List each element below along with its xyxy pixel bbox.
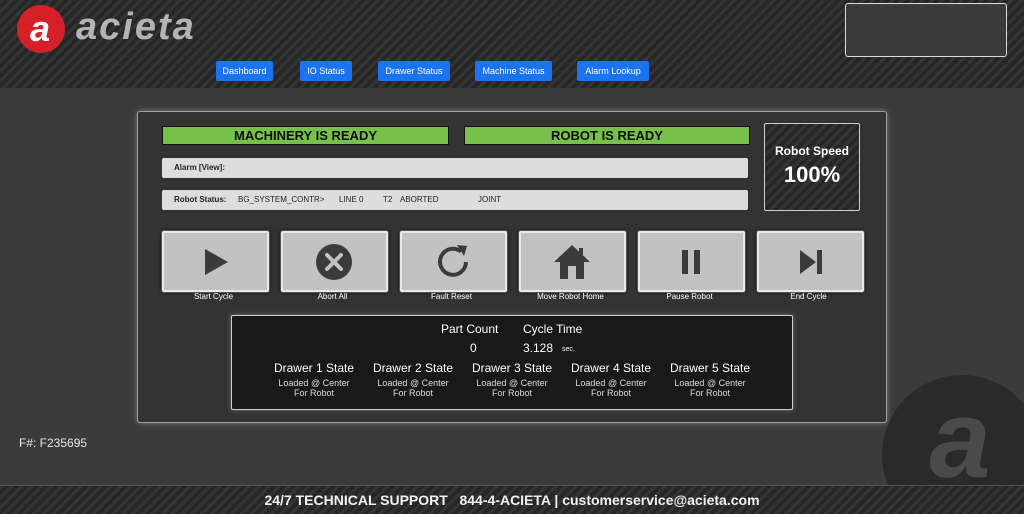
- abort-all-button[interactable]: [281, 231, 388, 292]
- end-cycle-button[interactable]: [757, 231, 864, 292]
- start-cycle-button[interactable]: [162, 231, 269, 292]
- abort-all-label: Abort All: [317, 292, 348, 301]
- robot-speed-value: 100%: [783, 162, 841, 187]
- move-robot-home-button[interactable]: [519, 231, 626, 292]
- cycle-time-value: 3.128: [523, 341, 554, 355]
- alarm-view-link[interactable]: Alarm [View]:: [174, 163, 225, 172]
- drawer-state-text: Loaded @ Center For Robot: [674, 378, 746, 398]
- drawer-title: Drawer 2 State: [372, 361, 454, 375]
- pause-robot-label: Pause Robot: [666, 292, 713, 301]
- nav-alarm-lookup[interactable]: Alarm Lookup: [577, 61, 649, 81]
- svg-text:a: a: [30, 8, 50, 49]
- start-cycle-label: Start Cycle: [193, 292, 234, 301]
- robot-status-task: T2: [383, 195, 393, 204]
- robot-status-line: LINE 0: [339, 195, 364, 204]
- acieta-logo: a acieta: [14, 4, 196, 56]
- nav-machine-status[interactable]: Machine Status: [475, 61, 552, 81]
- drawer-state-text: Loaded @ Center For Robot: [377, 378, 449, 398]
- drawer-5-state: Drawer 5 State Loaded @ Center For Robot: [660, 361, 760, 398]
- logo-wordmark: acieta: [76, 6, 196, 48]
- drawer-title: Drawer 3 State: [471, 361, 553, 375]
- fault-reset-label: Fault Reset: [431, 292, 472, 301]
- drawer-4-state: Drawer 4 State Loaded @ Center For Robot: [561, 361, 661, 398]
- robot-status-state: ABORTED: [400, 195, 439, 204]
- end-cycle-label: End Cycle: [790, 292, 827, 301]
- home-icon: [554, 245, 590, 279]
- drawer-1-state: Drawer 1 State Loaded @ Center For Robot: [264, 361, 364, 398]
- part-count-label: Part Count: [441, 322, 499, 336]
- part-count-value: 0: [470, 341, 477, 355]
- drawer-state-text: Loaded @ Center For Robot: [278, 378, 350, 398]
- nav-dashboard[interactable]: Dashboard: [216, 61, 273, 81]
- pause-icon: [682, 250, 700, 274]
- robot-speed-box: Robot Speed 100%: [764, 123, 860, 211]
- drawer-title: Drawer 4 State: [570, 361, 652, 375]
- robot-speed-label: Robot Speed: [775, 144, 849, 158]
- drawer-state-text: Loaded @ Center For Robot: [575, 378, 647, 398]
- alarm-bar: Alarm [View]:: [162, 158, 748, 178]
- svg-text:a: a: [929, 378, 990, 485]
- pause-robot-button[interactable]: [638, 231, 745, 292]
- robot-status-label: Robot Status:: [174, 195, 227, 204]
- nav-drawer-status[interactable]: Drawer Status: [378, 61, 450, 81]
- logo-mark-icon: a: [17, 5, 65, 53]
- move-robot-home-label: Move Robot Home: [537, 292, 604, 301]
- play-icon: [205, 249, 228, 275]
- drawer-title: Drawer 5 State: [669, 361, 751, 375]
- header: a acieta Dashboard IO Status Drawer Stat…: [0, 0, 1024, 88]
- cycle-time-unit: sec.: [562, 346, 575, 353]
- nav-io-status[interactable]: IO Status: [300, 61, 352, 81]
- footer: 24/7 TECHNICAL SUPPORT 844-4-ACIETA | cu…: [0, 485, 1024, 514]
- file-number: F#: F235695: [19, 436, 88, 450]
- robot-status-motion: JOINT: [478, 195, 502, 204]
- cycle-count-panel: Part Count 0 Cycle Time 3.128 sec. Drawe…: [231, 315, 793, 410]
- watermark-logo-icon: a: [882, 375, 1024, 485]
- fault-reset-button[interactable]: [400, 231, 507, 292]
- close-circle-icon: [316, 244, 352, 280]
- drawer-title: Drawer 1 State: [273, 361, 355, 375]
- header-info-box: [845, 3, 1007, 57]
- support-contact-text: 24/7 TECHNICAL SUPPORT 844-4-ACIETA | cu…: [264, 492, 760, 508]
- drawer-2-state: Drawer 2 State Loaded @ Center For Robot: [363, 361, 463, 398]
- robot-status-program: BG_SYSTEM_CONTR>: [238, 195, 325, 204]
- robot-ready-banner: ROBOT IS READY: [464, 126, 750, 145]
- machinery-ready-banner: MACHINERY IS READY: [162, 126, 449, 145]
- skip-end-icon: [800, 250, 822, 274]
- cycle-time-label: Cycle Time: [523, 322, 583, 336]
- refresh-icon: [438, 245, 468, 277]
- drawer-state-text: Loaded @ Center For Robot: [476, 378, 548, 398]
- drawer-3-state: Drawer 3 State Loaded @ Center For Robot: [462, 361, 562, 398]
- robot-status-bar: Robot Status: BG_SYSTEM_CONTR> LINE 0 T2…: [162, 190, 748, 210]
